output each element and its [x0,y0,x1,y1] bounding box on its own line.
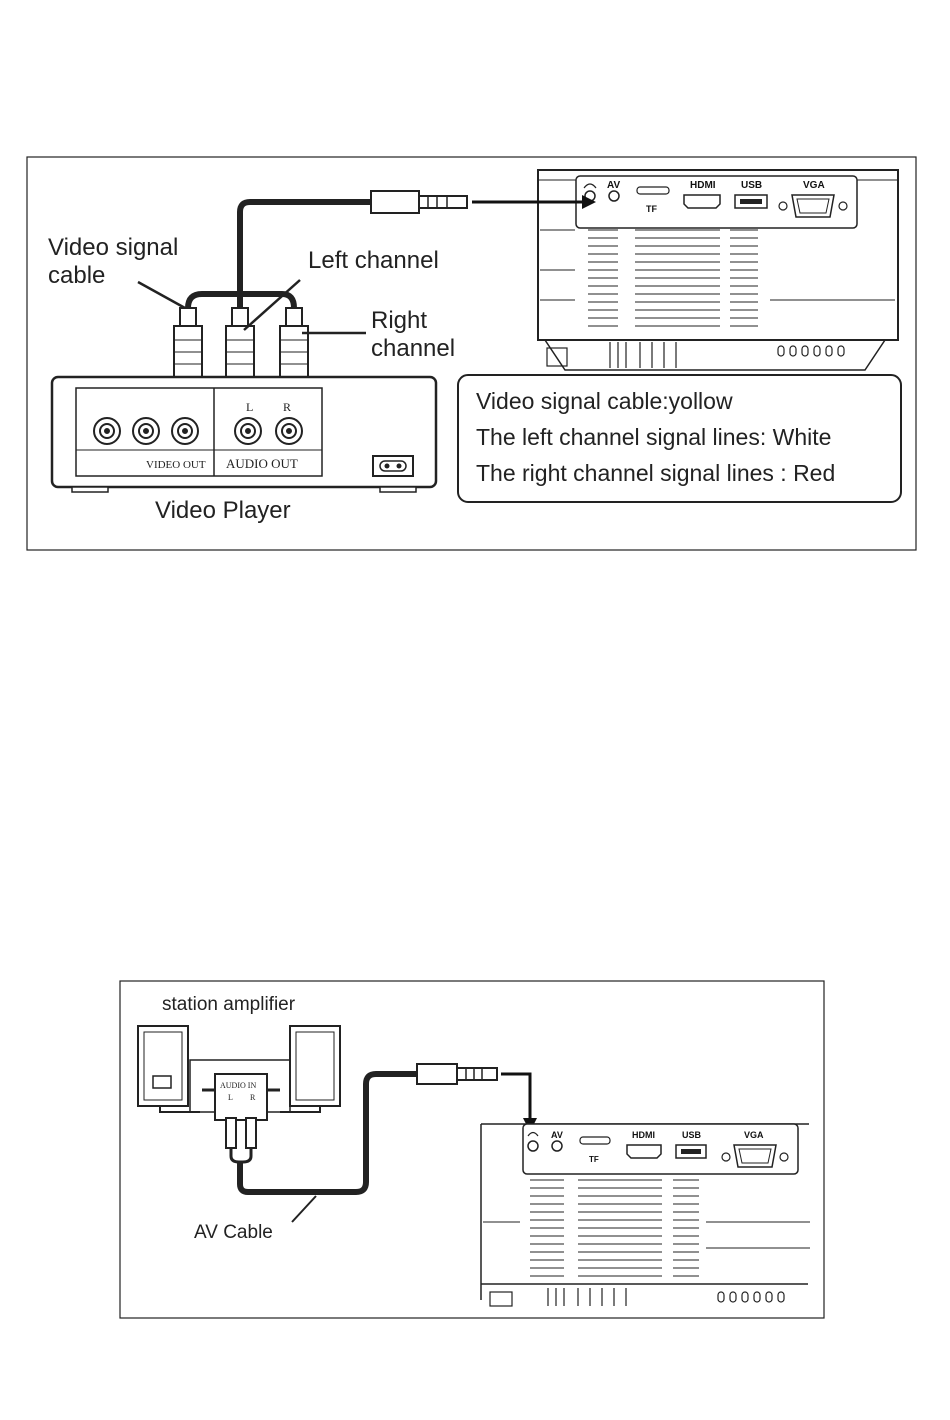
audio-in-label: AUDIO IN [220,1081,256,1090]
port-tf-label-2: TF [589,1155,599,1164]
port-tf-label: TF [646,204,657,214]
av-cable-2 [226,1064,537,1222]
legend-line-left: The left channel signal lines: White [476,424,831,450]
port-hdmi-label-2: HDMI [632,1130,655,1140]
audio-r-label: R [283,400,291,414]
port-av-label-2: AV [551,1130,563,1140]
label-station-amplifier: station amplifier [162,994,296,1015]
port-av-label: AV [607,180,620,191]
legend-line-right: The right channel signal lines : Red [476,460,835,486]
label-video-player: Video Player [155,497,291,524]
label-right-channel-1: Right [371,307,427,334]
port-hdmi-label: HDMI [690,180,716,191]
cable-color-legend: Video signal cable:yollow The left chann… [458,375,901,502]
connection-arrow-2 [501,1074,530,1122]
diagram-video-player-connection: AV TF HDMI USB VGA [27,157,916,550]
video-player: L R VIDEO OUT AUDIO OUT [52,377,436,492]
label-video-signal-cable-2: cable [48,262,105,289]
projector-2: AV TF HDMI USB VGA [481,1124,810,1306]
amp-l-label: L [228,1093,233,1102]
legend-line-video: Video signal cable:yollow [476,388,733,414]
callout-video-line [138,282,185,308]
audio-out-label: AUDIO OUT [226,456,298,471]
port-usb-label-2: USB [682,1130,702,1140]
amp-r-label: R [250,1093,256,1102]
label-video-signal-cable-1: Video signal [48,234,178,261]
video-out-label: VIDEO OUT [146,459,206,471]
av-plug-body [371,191,419,213]
port-vga-label-2: VGA [744,1130,764,1140]
port-vga-label: VGA [803,180,825,191]
label-right-channel-2: channel [371,335,455,362]
station-amplifier: AUDIO IN L R [138,1026,340,1120]
av-plug-2 [417,1064,457,1084]
port-usb-label: USB [741,180,762,191]
projector-vents-2 [483,1180,810,1276]
label-av-cable: AV Cable [194,1222,273,1243]
diagram-amplifier-connection: station amplifier AUDIO IN L R [120,981,824,1318]
label-left-channel: Left channel [308,247,439,274]
audio-l-label: L [246,400,253,414]
